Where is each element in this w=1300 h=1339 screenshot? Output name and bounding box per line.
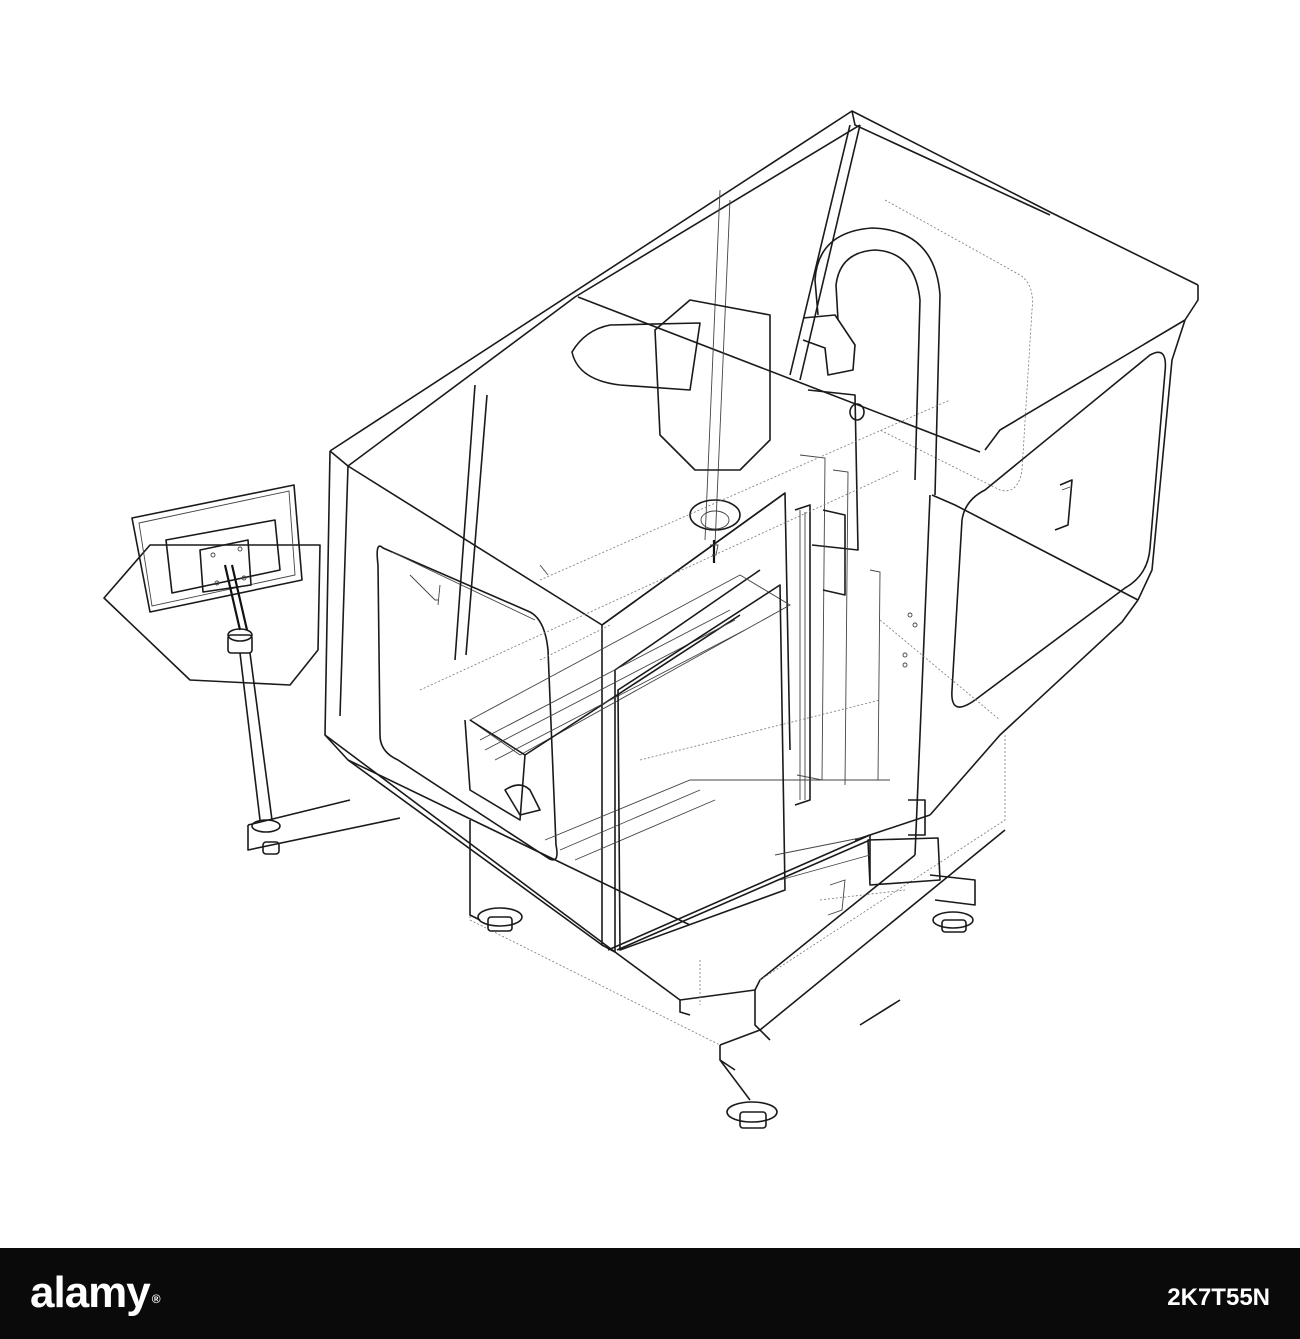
base-and-feet [469, 820, 1006, 1129]
registered-mark: ® [151, 1292, 161, 1306]
work-table [464, 574, 890, 951]
internal-structure [419, 399, 1006, 1046]
cnc-machine-wireframe [103, 110, 1199, 1129]
alamy-logo: alamy® [30, 1268, 161, 1318]
stock-watermark-bar: alamy® 2K7T55N [0, 1248, 1300, 1339]
z-axis-column [794, 504, 881, 806]
cabinet-shell [324, 110, 1199, 1016]
brand-text: alamy [30, 1268, 151, 1317]
x-axis-guide [774, 799, 976, 906]
spindle-head [571, 299, 865, 786]
hardware-details [437, 564, 918, 916]
spindle-arch [802, 227, 941, 496]
right-side-window [951, 351, 1167, 708]
wireframe-illustration [103, 110, 1199, 1129]
image-id: 2K7T55N [1167, 1284, 1270, 1311]
control-panel [103, 484, 401, 855]
left-door-window [376, 384, 558, 861]
back-window [704, 124, 1033, 546]
